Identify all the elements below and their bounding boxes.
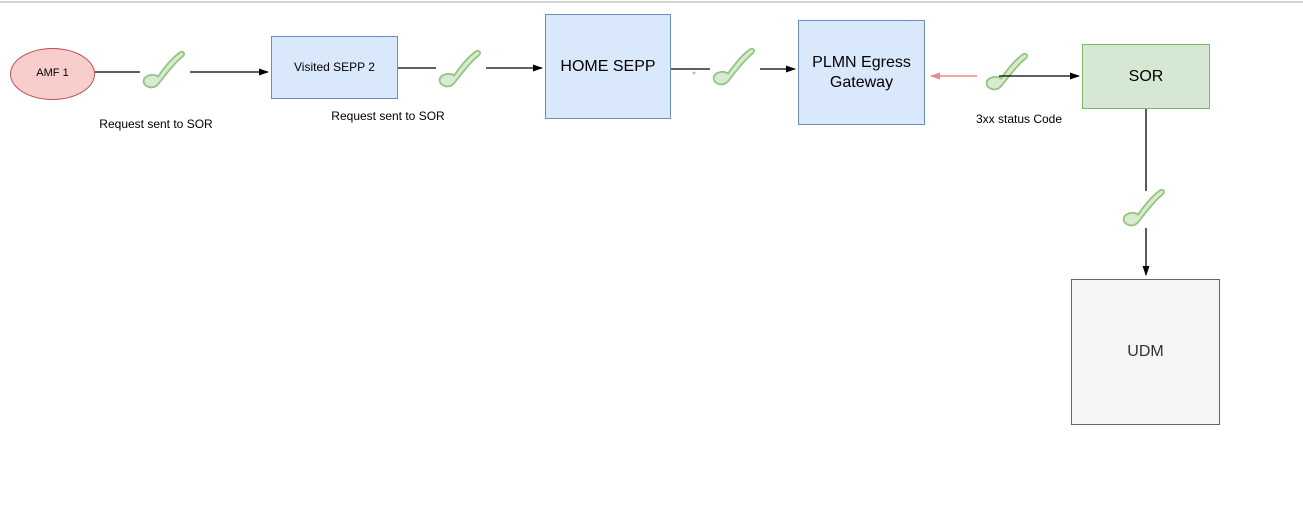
stray-red-dot bbox=[692, 71, 696, 75]
node-label: Visited SEPP 2 bbox=[294, 60, 375, 74]
node-label: UDM bbox=[1127, 343, 1164, 360]
checkmark-icon bbox=[712, 48, 755, 86]
node-label: AMF 1 bbox=[36, 67, 69, 80]
top-divider-line bbox=[0, 1, 1303, 3]
node-visited-sepp-2: Visited SEPP 2 bbox=[271, 36, 398, 99]
node-label: SOR bbox=[1128, 67, 1164, 85]
node-sor: SOR bbox=[1082, 44, 1210, 109]
checkmark-icon bbox=[1122, 189, 1165, 227]
checkmark-icon bbox=[985, 53, 1028, 91]
node-plmn-egress-gateway: PLMN Egress Gateway bbox=[798, 20, 925, 125]
checkmark-icon bbox=[438, 50, 481, 88]
checkmark-icon bbox=[142, 51, 185, 89]
node-amf-1: AMF 1 bbox=[10, 48, 95, 100]
edge-label-3xx-status-code: 3xx status Code bbox=[975, 112, 1063, 126]
node-home-sepp: HOME SEPP bbox=[545, 14, 671, 119]
edge-label-request-sent-to-sor-1: Request sent to SOR bbox=[99, 117, 213, 131]
node-label: HOME SEPP bbox=[560, 57, 656, 75]
node-label: PLMN Egress Gateway bbox=[812, 53, 911, 91]
node-udm: UDM bbox=[1071, 279, 1220, 425]
edge-label-request-sent-to-sor-2: Request sent to SOR bbox=[331, 109, 445, 123]
